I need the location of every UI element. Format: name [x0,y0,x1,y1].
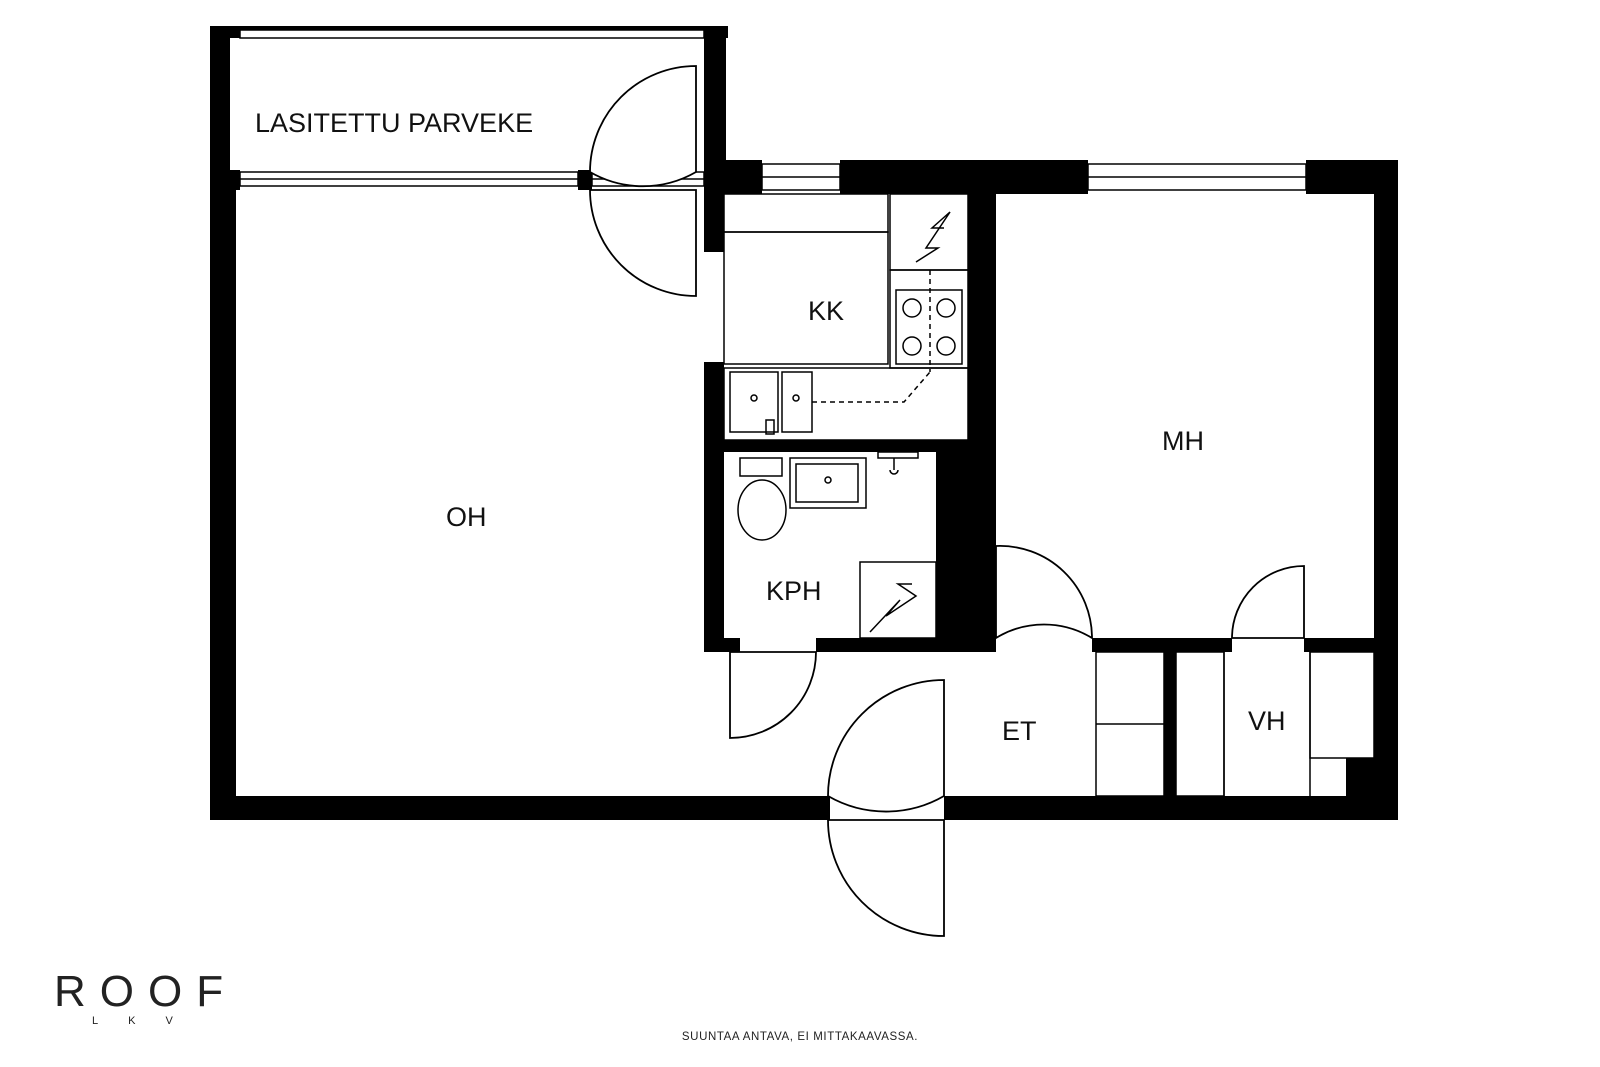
logo-sub: LKV [92,1015,203,1027]
room-label-bathroom: KPH [766,576,822,606]
disclaimer: SUUNTAA ANTAVA, EI MITTAKAAVASSA. [682,1031,918,1043]
room-label-balcony: LASITETTU PARVEKE [255,108,533,138]
walls [210,26,1398,820]
room-label-entrance: ET [1002,716,1037,746]
room-label-kitchen: KK [808,296,844,326]
room-label-closet: VH [1248,706,1286,736]
room-label-living: OH [446,502,487,532]
doors [589,65,1305,937]
fixtures [723,193,1375,797]
room-label-bedroom: MH [1162,426,1204,456]
logo-name: ROOF [54,967,237,1016]
